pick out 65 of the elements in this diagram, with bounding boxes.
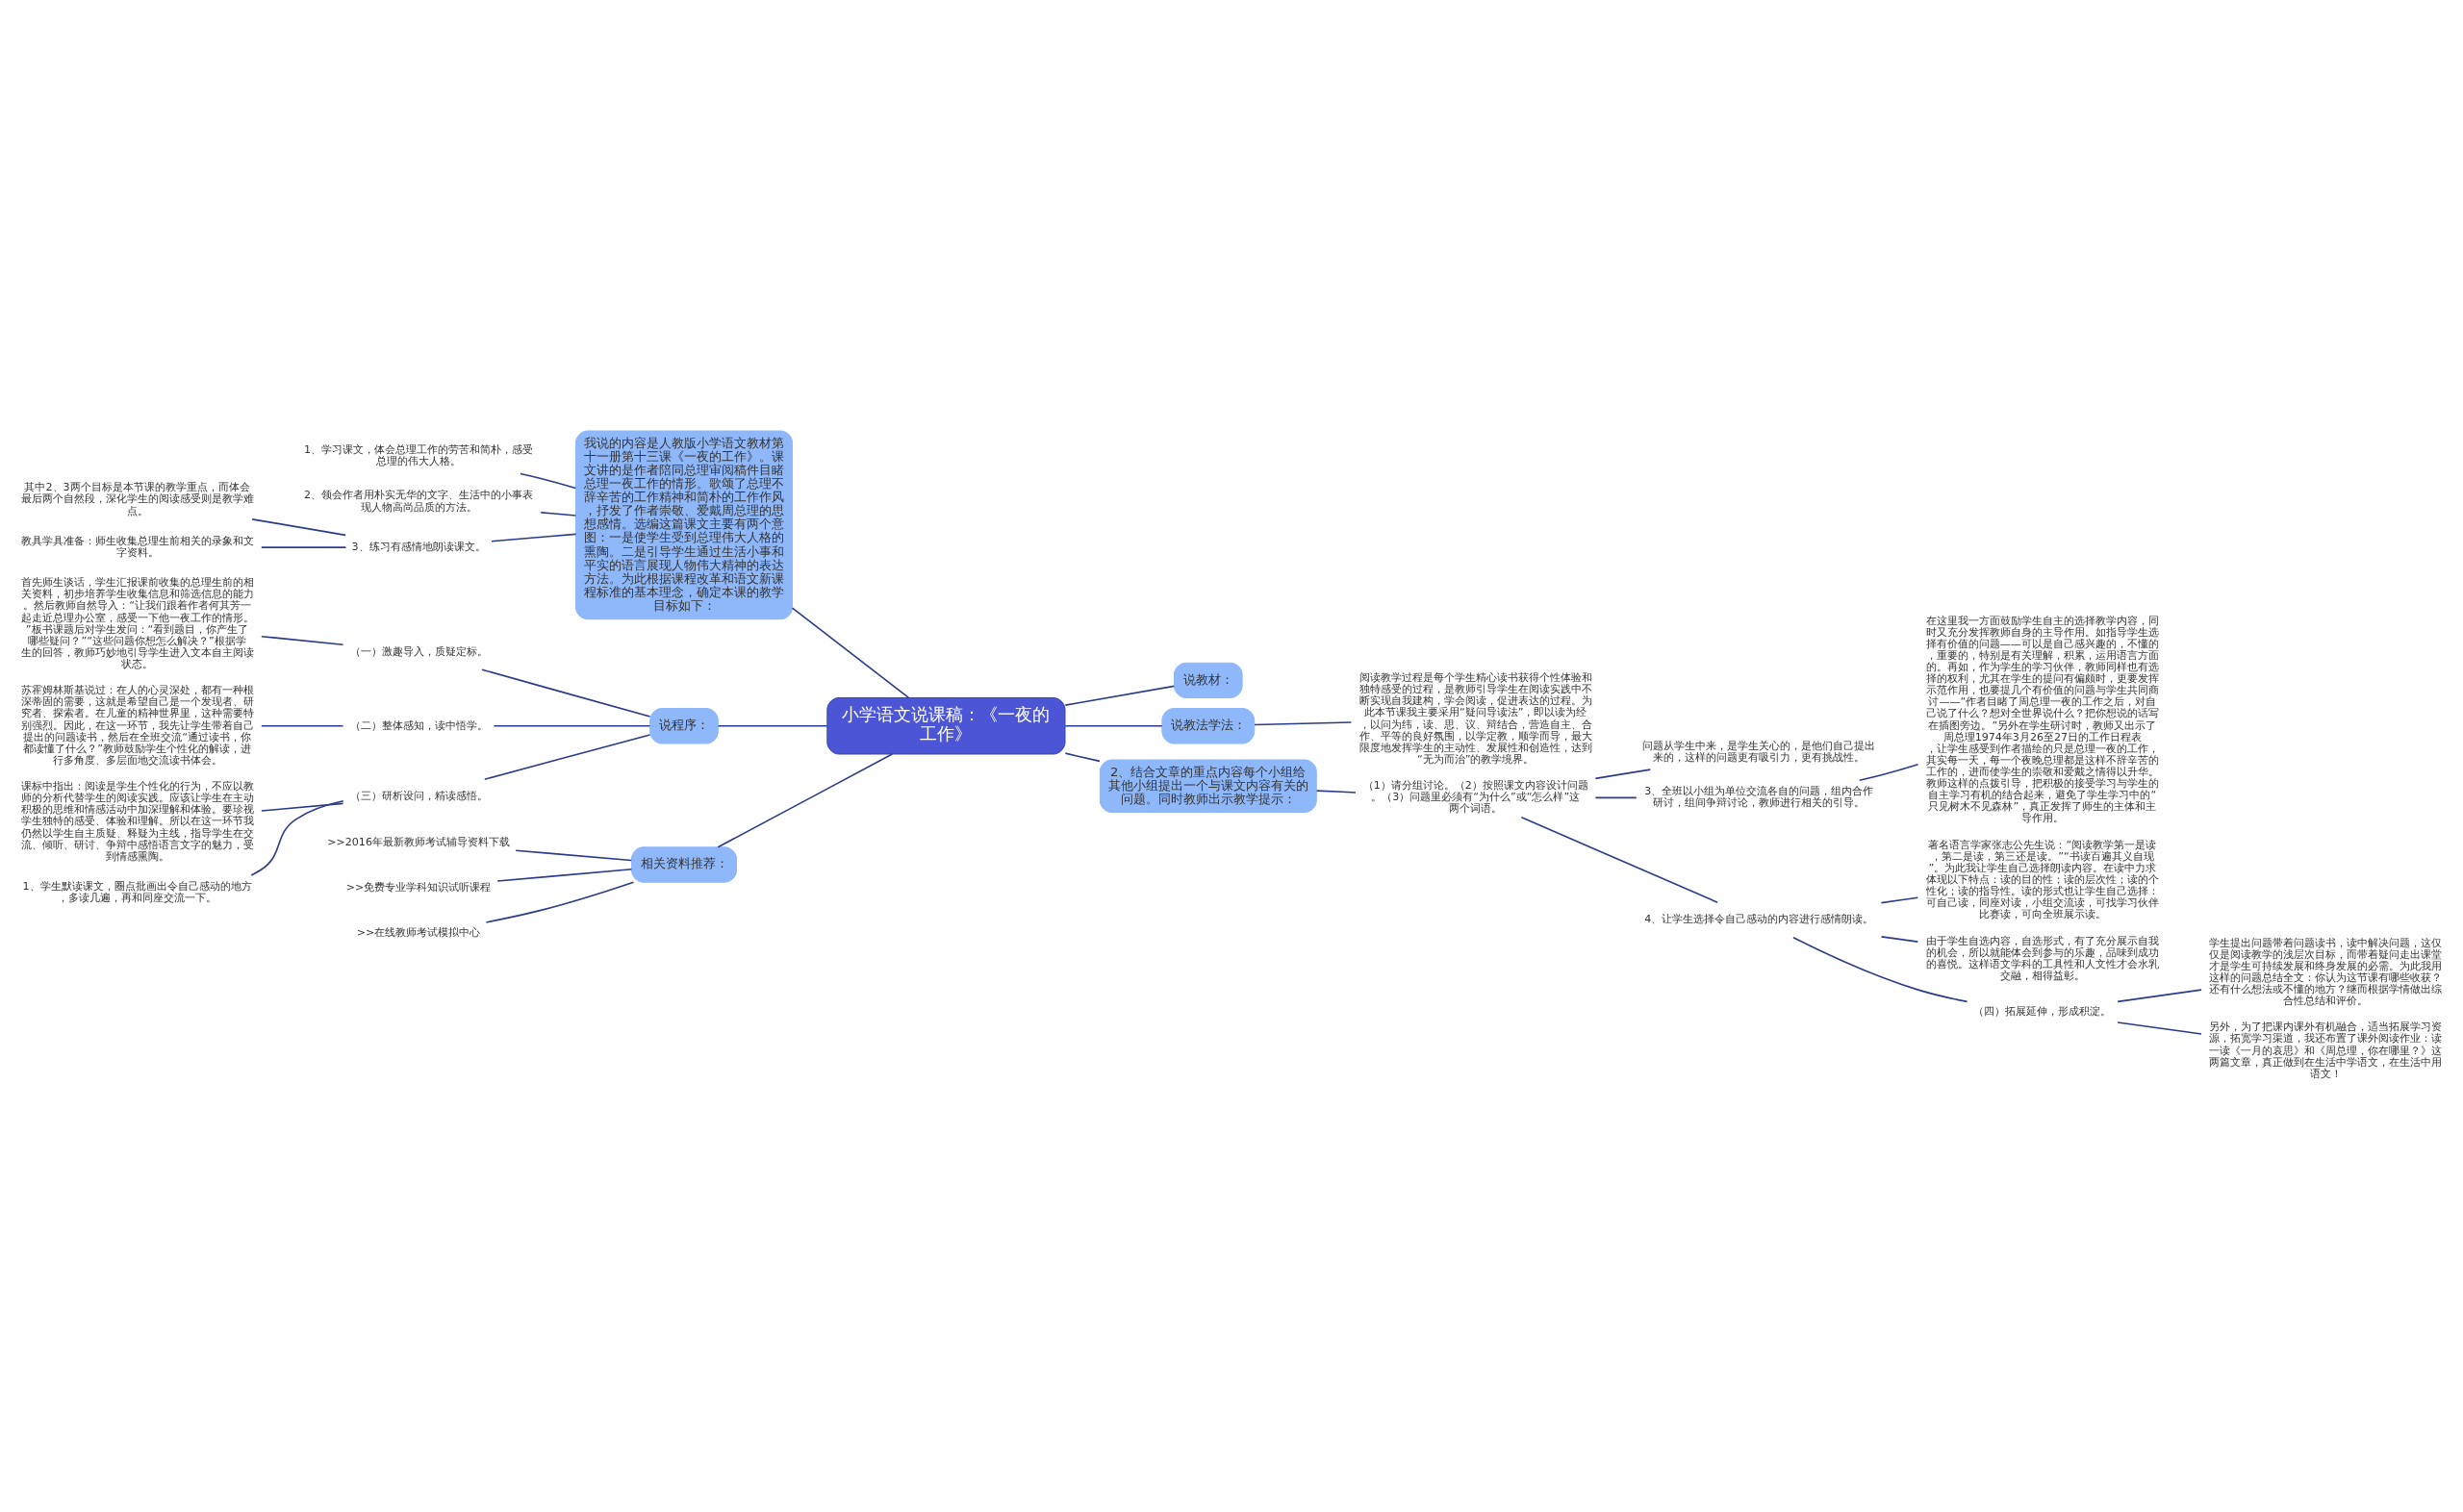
node-text: 问题从学生中来，是学生关心的，是他们自己提出来的，这样的问题更有吸引力，更有挑战性。 xyxy=(1642,739,1876,764)
connector xyxy=(491,533,577,542)
connector xyxy=(261,545,347,548)
node-text: （一）激趣导入，质疑定标。 xyxy=(349,644,488,658)
connector xyxy=(520,472,577,489)
node-text: 苏霍姆林斯基说过：在人的心灵深处，都有一种根深蒂固的需要，这就是希望自己是一个发现者、研究者、探索者。在儿童的精神世界里，这种需要特别强烈。因此，在这一环节，我先让学生带着自己提出的问题读书，然后在全班交流“通过读书，你都读懂了什么？”教师鼓励学生个性化的解读，进行多角度、多层面地交流读书体会。 xyxy=(20,683,254,767)
connector xyxy=(261,724,344,727)
connector xyxy=(250,799,344,876)
connector xyxy=(717,724,828,727)
connector xyxy=(1858,763,1919,781)
node-text: >>在线教师考试模拟中心 xyxy=(356,925,481,939)
node-text: （二）整体感知，读中悟学。 xyxy=(349,718,488,732)
connector xyxy=(1880,935,1919,943)
connector xyxy=(485,880,635,923)
connector xyxy=(2117,988,2202,1002)
connector xyxy=(1064,751,1101,762)
connector xyxy=(1880,896,1919,903)
connector xyxy=(484,733,651,780)
connector xyxy=(1792,936,1968,1002)
node-text: 首先师生谈话，学生汇报课前收集的总理生前的相关资料，初步培养学生收集信息和筛选信息的能力。然后教师自然导入：“让我们跟着作者何其芳一起走近总理办公室，感受一下他一夜工作的情形。”板书课题后对学生发问：“看到题目，你产生了哪些疑问？”“这些问题你想怎么解决？”根据学生的回答，教师巧妙地引导学生进入文本自主阅读状态。 xyxy=(20,575,254,670)
node-text: 学生提出问题带着问题读书，读中解决问题，这仅仅是阅读教学的浅层次目标，而带着疑问走出课堂才是学生可持续发展和终身发展的必需。为此我用这样的问题总结全文：你认为这节课有哪些收获？还有什么想法或不懂的地方？继而根据学情做出综合性总结和评价。 xyxy=(2209,936,2443,1007)
node-text: （四）拓展延伸，形成积淀。 xyxy=(1973,1004,2112,1018)
connector xyxy=(1315,789,1357,794)
connector xyxy=(1520,816,1718,903)
connector xyxy=(251,517,346,536)
connector xyxy=(481,668,651,718)
connector xyxy=(1064,685,1176,706)
node-text: （三）研析设问，精读感悟。 xyxy=(349,789,488,802)
node-text: 1、学生默读课文，圈点批画出令自己感动的地方，多读几遍，再和同座交流一下。 xyxy=(22,879,252,904)
node-text: 其中2、3两个目标是本节课的教学重点，而体会最后两个自然段，深化学生的阅读感受则是教学难点。 xyxy=(20,480,254,517)
node-text: 1、学习课文，体会总理工作的劳苦和简朴，感受总理的伟大人格。 xyxy=(304,442,534,467)
node-text: 阅读教学过程是每个学生精心读书获得个性体验和独特感受的过程，是教师引导学生在阅读实践中不断实现自我建构，学会阅读，促进表达的过程。为此本节课我主要采用“疑问导读法”，即以读为经，以问为纬，读、思、议、辩结合，营造自主、合作、平等的良好氛围，以学定教，顺学而导，最大限度地发挥学生的主动性、发展性和创造性，达到“无为而治”的教学境界。 xyxy=(1358,670,1592,766)
connector xyxy=(2117,1021,2202,1035)
connector xyxy=(493,724,651,727)
connector xyxy=(1254,720,1353,725)
node-text: 课标中指出：阅读是学生个性化的行为，不应以教师的分析代替学生的阅读实践。应该让学生在主动积极的思维和情感活动中加深理解和体验。要珍视学生独特的感受、体验和理解。所以在这一环节我仍然以学生自主质疑、释疑为主线，指导学生在交流、倾听、研讨、争辩中感悟语言文字的魅力，受到情感熏陶。 xyxy=(20,779,254,863)
node-text: 在这里我一方面鼓励学生自主的选择教学内容，同时又充分发挥教师自身的主导作用。如指导学生选择有价值的问题——可以是自己感兴趣的，不懂的，重要的，特别是有关理解，积累，运用语言方面的。再如，作为学生的学习伙伴，教师同样也有选择的权利，尤其在学生的提问有偏颇时，更要发挥示范作用，也要提几个有价值的问题与学生共同商讨——“作者目睹了周总理一夜的工作之后，对自己说了什么？想对全世界说什么？把你想说的话写在插图旁边。”另外在学生研讨时，教师又出示了周总理1974年3月26至27日的工作日程表，让学生感受到作者描绘的只是总理一夜的工作，其实每一天，每一个夜晚总理都是这样不辞辛苦的工作的，进而使学生的崇敬和爱戴之情得以升华。教师这样的点拨引导，把积极的接受学习与学生的自主学习有机的结合起来，避免了学生学习中的“只见树木不见森林”，真正发挥了师生的主体和主导作用。 xyxy=(1925,614,2159,824)
node-box: 说教法学法： xyxy=(1161,707,1256,743)
connector xyxy=(261,635,344,645)
node-box: 小学语文说课稿：《一夜的工作》 xyxy=(826,696,1066,754)
connector xyxy=(791,606,910,698)
connector xyxy=(540,511,577,517)
node-text: 4、让学生选择令自己感动的内容进行感情朗读。 xyxy=(1644,912,1874,925)
node-text: 3、全班以小组为单位交流各自的问题，组内合作研讨，组间争辩讨论，教师进行相关的引导。 xyxy=(1644,784,1874,809)
node-text: >>免费专业学科知识试听课程 xyxy=(345,880,492,894)
connector xyxy=(1064,724,1163,727)
node-text: 2、领会作者用朴实无华的文字、生活中的小事表现人物高尚品质的方法。 xyxy=(304,488,534,514)
connector xyxy=(717,752,894,848)
node-text: 另外，为了把课内课外有机融合，适当拓展学习资源，拓宽学习渠道，我还布置了课外阅读作业：读一读《一月的哀思》和《周总理，你在哪里？》这两篇文章，真正做到在生活中学语文，在生活中用语文！ xyxy=(2209,1020,2443,1080)
node-text: （1）请分组讨论。（2）按照课文内容设计问题。（3）问题里必须有“为什么”或“怎么样”这两个词语。 xyxy=(1362,778,1588,815)
node-text: >>2016年最新教师考试辅导资料下载 xyxy=(327,835,510,848)
node-box: 我说的内容是人教版小学语文教材第十一册第十三课《一夜的工作》。课文讲的是作者陪同总理审阅稿件目睹总理一夜工作的情形。歌颂了总理不辞辛苦的工作精神和简朴的工作作风，抒发了作者崇敬、爱戴周总理的思想感情。选编这篇课文主要有两个意图：一是使学生受到总理伟大人格的熏陶。二是引导学生通过生活小事和平实的语言展现人物伟大精神的表达方法。为此根据课程改革和语文新课程标准的基本理念，确定本课的教学目标如下： xyxy=(575,430,793,619)
connector xyxy=(1594,768,1652,779)
node-text: 3、练习有感情地朗读课文。 xyxy=(351,540,486,553)
node-box: 说教材： xyxy=(1173,662,1243,698)
node-text: 教具学具准备：师生收集总理生前相关的录象和文字资料。 xyxy=(20,534,254,559)
connector xyxy=(261,802,344,812)
connector xyxy=(515,848,633,861)
node-box: 相关资料推荐： xyxy=(631,845,737,883)
node-text: 著名语言学家张志公先生说：“阅读教学第一是读，第二是读，第三还是读。”“书读百遍其义自现”。为此我让学生自己选择朗读内容。在读中力求体现以下特点：读的目的性；读的层次性；读的个性化；读的指导性。读的形式也让学生自己选择：可自己读，同座对读，小组交流读，可找学习伙伴比赛读，可向全班展示读。 xyxy=(1925,838,2159,920)
connector xyxy=(1594,796,1638,798)
node-text: 由于学生自选内容，自选形式，有了充分展示自我的机会，所以就能体会到参与的乐趣，品味到成功的喜悦。这样语文学科的工具性和人文性才会水乳交融，相得益彰。 xyxy=(1925,934,2159,982)
node-box: 说程序： xyxy=(649,707,719,743)
node-box: 2、结合文章的重点内容每个小组给其他小组提出一个与课文内容有关的问题。同时教师出示教学提示： xyxy=(1099,759,1317,813)
connector xyxy=(496,868,633,882)
